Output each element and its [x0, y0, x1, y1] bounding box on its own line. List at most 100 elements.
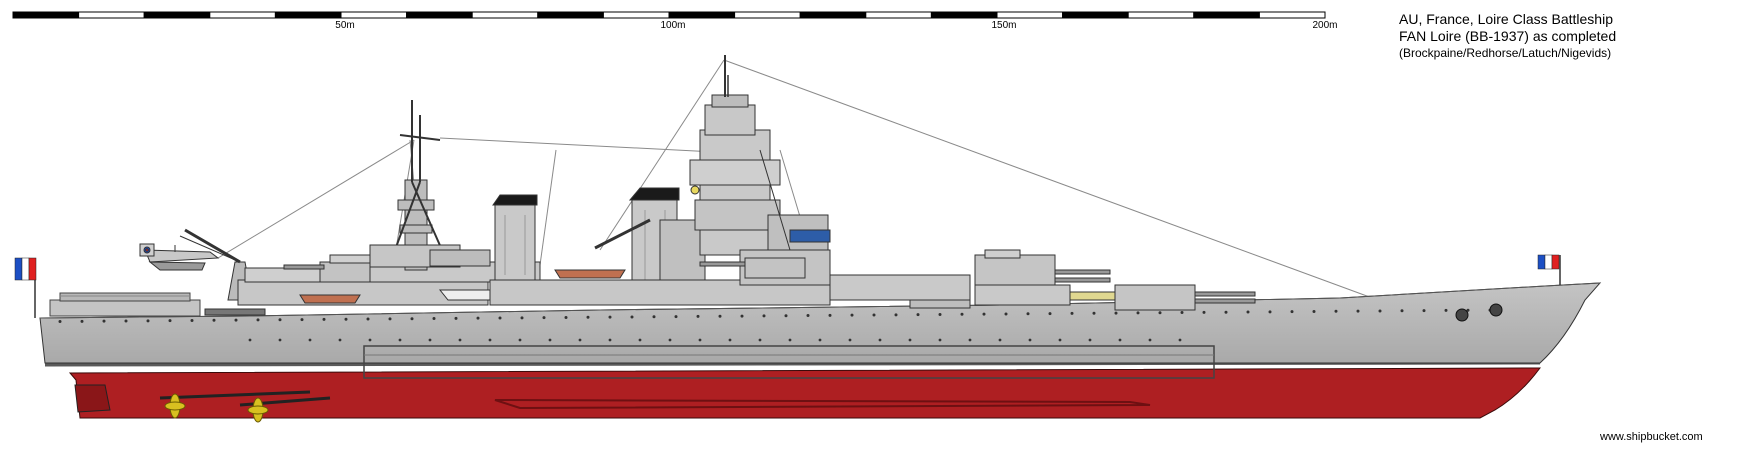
porthole [1312, 309, 1316, 313]
title-credits: (Brockpaine/Redhorse/Latuch/Nigevids) [1399, 46, 1612, 60]
porthole [758, 338, 762, 342]
porthole [1178, 338, 1182, 342]
porthole [1422, 309, 1426, 313]
porthole [652, 315, 656, 319]
porthole [322, 317, 326, 321]
porthole [1400, 309, 1404, 313]
portholes [58, 308, 1492, 342]
porthole [894, 313, 898, 317]
porthole [1118, 338, 1122, 342]
porthole [878, 338, 882, 342]
porthole [428, 338, 432, 342]
porthole [818, 338, 822, 342]
porthole [498, 316, 502, 320]
porthole [578, 338, 582, 342]
title-block: AU, France, Loire Class Battleship FAN L… [1399, 11, 1729, 61]
porthole [432, 317, 436, 321]
porthole [388, 317, 392, 321]
porthole [1004, 312, 1008, 316]
porthole [1290, 310, 1294, 314]
porthole [256, 318, 260, 322]
watermark: www.shipbucket.com [1600, 431, 1703, 443]
boat-crane [594, 218, 651, 250]
propellers [164, 393, 269, 423]
porthole [300, 318, 304, 322]
porthole [1378, 309, 1382, 313]
porthole [308, 338, 312, 342]
porthole [1070, 311, 1074, 315]
porthole [674, 315, 678, 319]
porthole [668, 338, 672, 342]
porthole [1058, 338, 1062, 342]
porthole [960, 312, 964, 316]
porthole [1136, 311, 1140, 315]
porthole [124, 319, 128, 323]
porthole [1114, 311, 1118, 315]
porthole [728, 338, 732, 342]
scale-segment [1258, 11, 1326, 19]
porthole [1180, 311, 1184, 315]
scale-label-150m: 150m [991, 20, 1017, 31]
porthole [788, 338, 792, 342]
forward-tower [689, 55, 831, 256]
porthole [698, 338, 702, 342]
porthole [630, 315, 634, 319]
porthole [1148, 338, 1152, 342]
porthole [542, 316, 546, 320]
seaplane [139, 243, 220, 271]
porthole [872, 313, 876, 317]
porthole [806, 314, 810, 318]
porthole [520, 316, 524, 320]
porthole [938, 312, 942, 316]
porthole [762, 314, 766, 318]
stern-deckhouse [49, 299, 201, 317]
porthole [248, 338, 252, 342]
porthole [608, 315, 612, 319]
porthole [938, 338, 942, 342]
porthole [102, 319, 106, 323]
porthole [968, 338, 972, 342]
rigging-wires [217, 59, 1376, 300]
porthole [564, 315, 568, 319]
porthole [1444, 308, 1448, 312]
porthole [1334, 309, 1338, 313]
porthole [916, 313, 920, 317]
porthole [1092, 311, 1096, 315]
scale-label-200m: 200m [1312, 20, 1338, 31]
porthole [1048, 312, 1052, 316]
bow-jack [1537, 254, 1560, 270]
porthole [908, 338, 912, 342]
midship-secondary-turret [699, 257, 806, 279]
porthole [338, 338, 342, 342]
main-turret-no2 [974, 249, 1111, 286]
porthole [740, 314, 744, 318]
porthole [586, 315, 590, 319]
bilge-keel [494, 399, 1151, 410]
porthole [1356, 309, 1360, 313]
scale-label-50m: 50m [335, 20, 355, 31]
porthole [168, 319, 172, 323]
porthole [518, 338, 522, 342]
title-class: AU, France, Loire Class Battleship [1399, 11, 1613, 27]
armour-belt [363, 345, 1215, 379]
porthole [458, 338, 462, 342]
porthole [278, 338, 282, 342]
porthole [1026, 312, 1030, 316]
porthole [696, 314, 700, 318]
hull-underwater-red [68, 367, 1541, 419]
porthole [998, 338, 1002, 342]
porthole [638, 338, 642, 342]
porthole [476, 316, 480, 320]
aft-secondary-turret [283, 254, 371, 283]
porthole [982, 312, 986, 316]
porthole [784, 314, 788, 318]
scale-label-100m: 100m [660, 20, 686, 31]
porthole [366, 317, 370, 321]
porthole [80, 319, 84, 323]
porthole [398, 338, 402, 342]
porthole [1268, 310, 1272, 314]
porthole [1028, 338, 1032, 342]
porthole [1466, 308, 1470, 312]
porthole [1202, 310, 1206, 314]
